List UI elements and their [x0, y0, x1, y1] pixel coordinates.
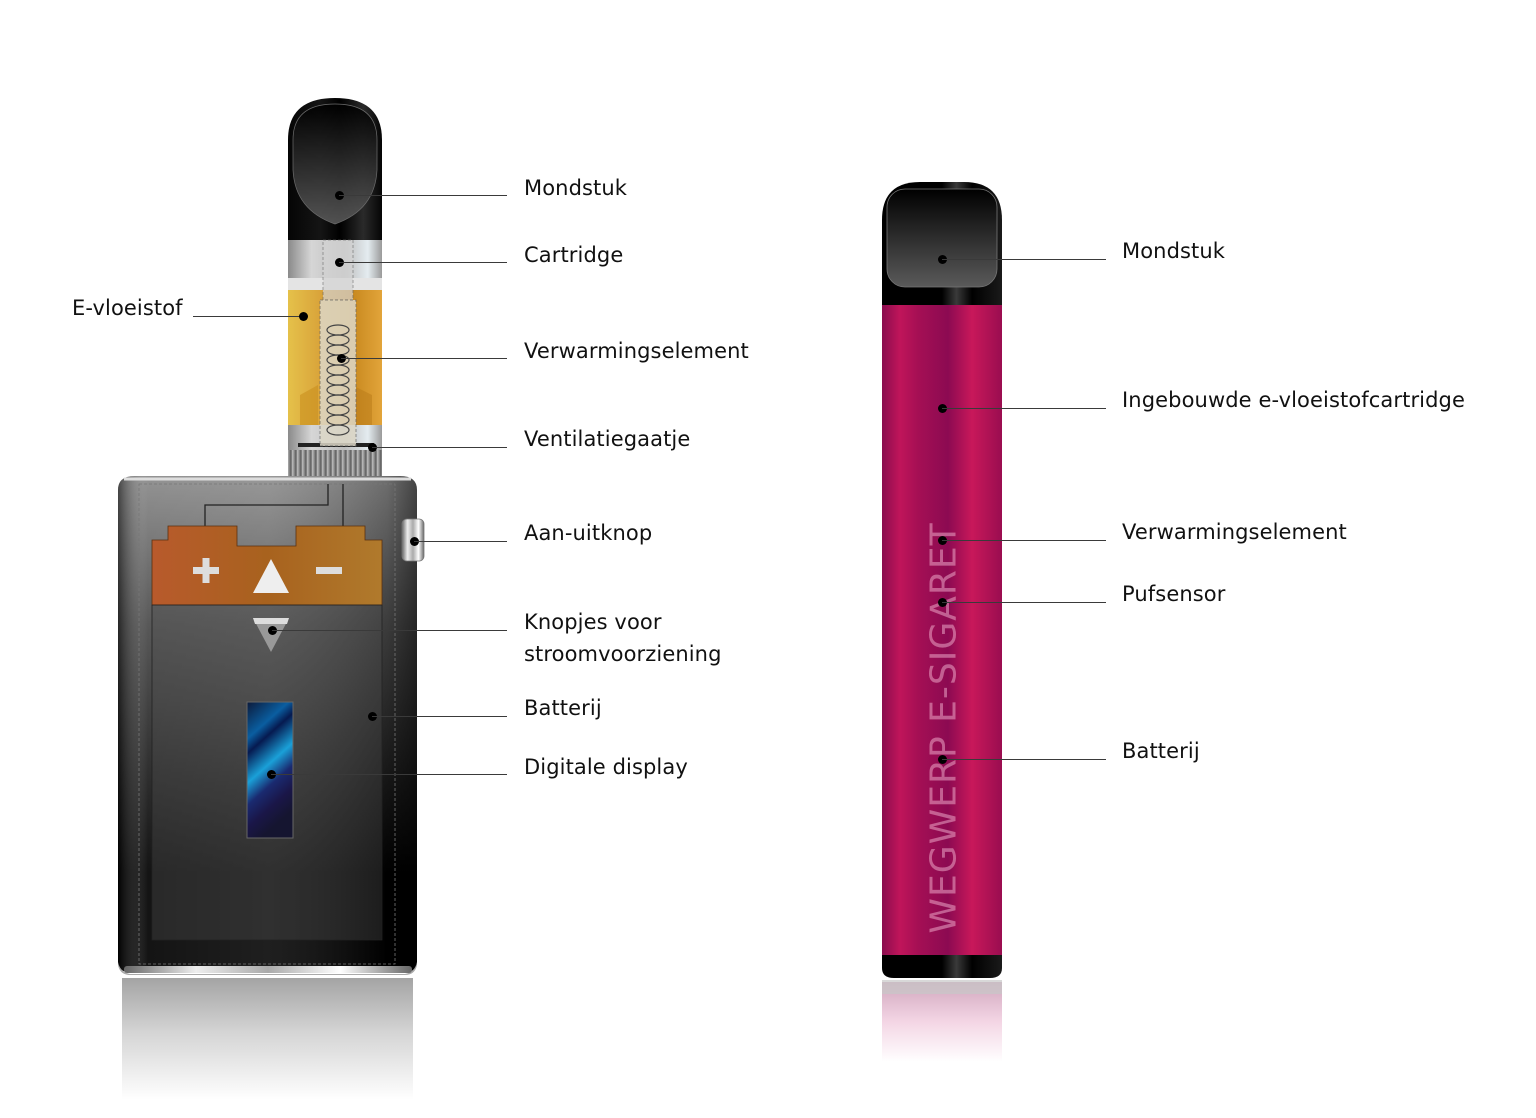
leader-line [372, 715, 507, 717]
leader-line [271, 773, 507, 775]
leader-line [942, 407, 1106, 409]
label-ventilatiegaatje: Ventilatiegaatje [524, 427, 691, 451]
callout-dot [298, 311, 308, 321]
label-cartridge: Cartridge [524, 243, 624, 267]
label-knopjes-line1: Knopjes voor [524, 610, 662, 634]
label-mondstuk: Mondstuk [524, 176, 628, 200]
mod-connector [288, 450, 382, 477]
label-verwarmingselement: Verwarmingselement [1122, 520, 1347, 544]
leader-line [272, 629, 507, 631]
label-digitale-display: Digitale display [524, 755, 688, 779]
leader-line [942, 539, 1106, 541]
leader-line [414, 540, 507, 542]
label-knopjes-line2: stroomvoorziening [524, 642, 722, 666]
label-pufsensor: Pufsensor [1122, 582, 1226, 606]
leader-line [341, 357, 507, 359]
disposable-brand-text: WEGWERP E-SIGARET [923, 522, 965, 934]
leader-line [942, 758, 1106, 760]
leader-line [193, 315, 303, 317]
label-verwarmingselement: Verwarmingselement [524, 339, 749, 363]
label-mondstuk: Mondstuk [1122, 239, 1226, 263]
leader-line [942, 258, 1106, 260]
leader-line [339, 261, 507, 263]
mod-body [118, 476, 425, 975]
mod-reflection [122, 978, 413, 1100]
label-batterij: Batterij [1122, 739, 1200, 763]
label-aan-uitknop: Aan-uitknop [524, 521, 653, 545]
label-ingebouwde-cartridge: Ingebouwde e-vloeistofcartridge [1122, 388, 1465, 412]
disposable-device [882, 182, 1002, 1062]
mod-cartridge [288, 239, 382, 450]
leader-line [339, 194, 507, 196]
label-e-vloeistof: E-vloeistof [72, 296, 183, 320]
leader-line [942, 601, 1106, 603]
leader-line [372, 446, 507, 448]
label-batterij: Batterij [524, 696, 602, 720]
mod-mouthpiece [288, 98, 382, 240]
